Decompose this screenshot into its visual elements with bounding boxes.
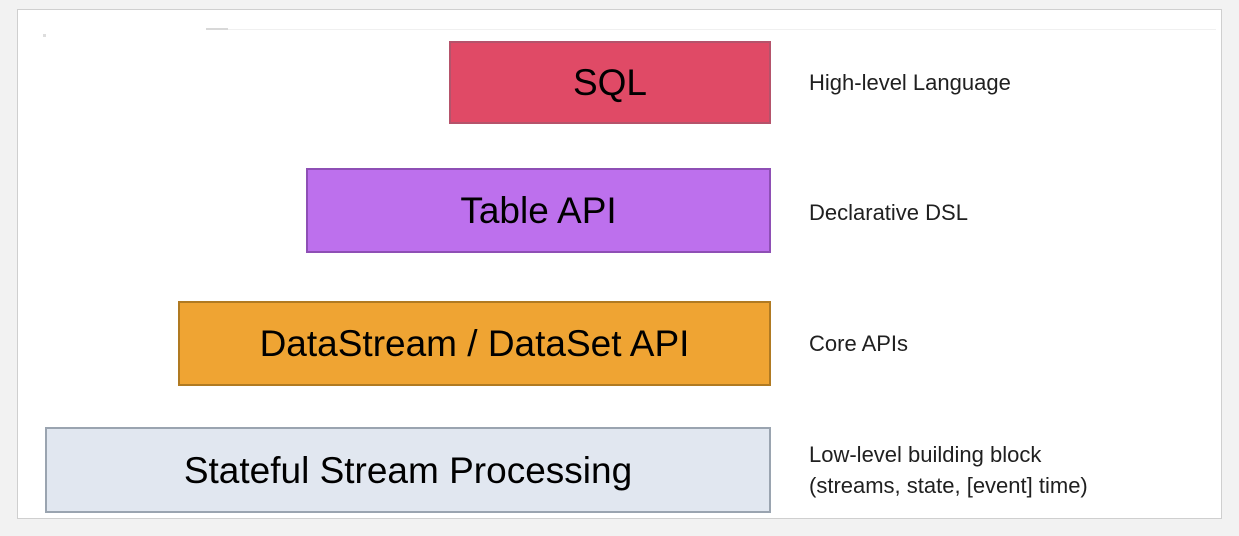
- layer-description-stateful: Low-level building block (streams, state…: [809, 442, 1088, 498]
- layer-description-datastream: Core APIs: [809, 331, 909, 356]
- layer-bar-stateful: Stateful Stream Processing: [45, 427, 771, 513]
- layer-bar-table-api-label: Table API: [460, 190, 617, 231]
- layer-description-table-api: Declarative DSL: [809, 200, 968, 225]
- layer-description-sql: High-level Language: [809, 70, 1011, 95]
- corner-speck-mark: [43, 34, 46, 37]
- layer-bar-stateful-label: Stateful Stream Processing: [183, 449, 633, 491]
- layer-bar-sql-label: SQL: [572, 62, 648, 103]
- layer-bar-datastream: DataStream / DataSet API: [178, 301, 771, 386]
- layer-bar-datastream-label: DataStream / DataSet API: [259, 323, 690, 364]
- figure-panel: SQL Table API DataStream / DataSet API S…: [17, 9, 1222, 519]
- top-divider-rule-stub: [206, 28, 228, 30]
- layer-bar-sql: SQL: [449, 41, 771, 124]
- top-divider-rule: [206, 29, 1216, 30]
- layer-bar-table-api: Table API: [306, 168, 771, 253]
